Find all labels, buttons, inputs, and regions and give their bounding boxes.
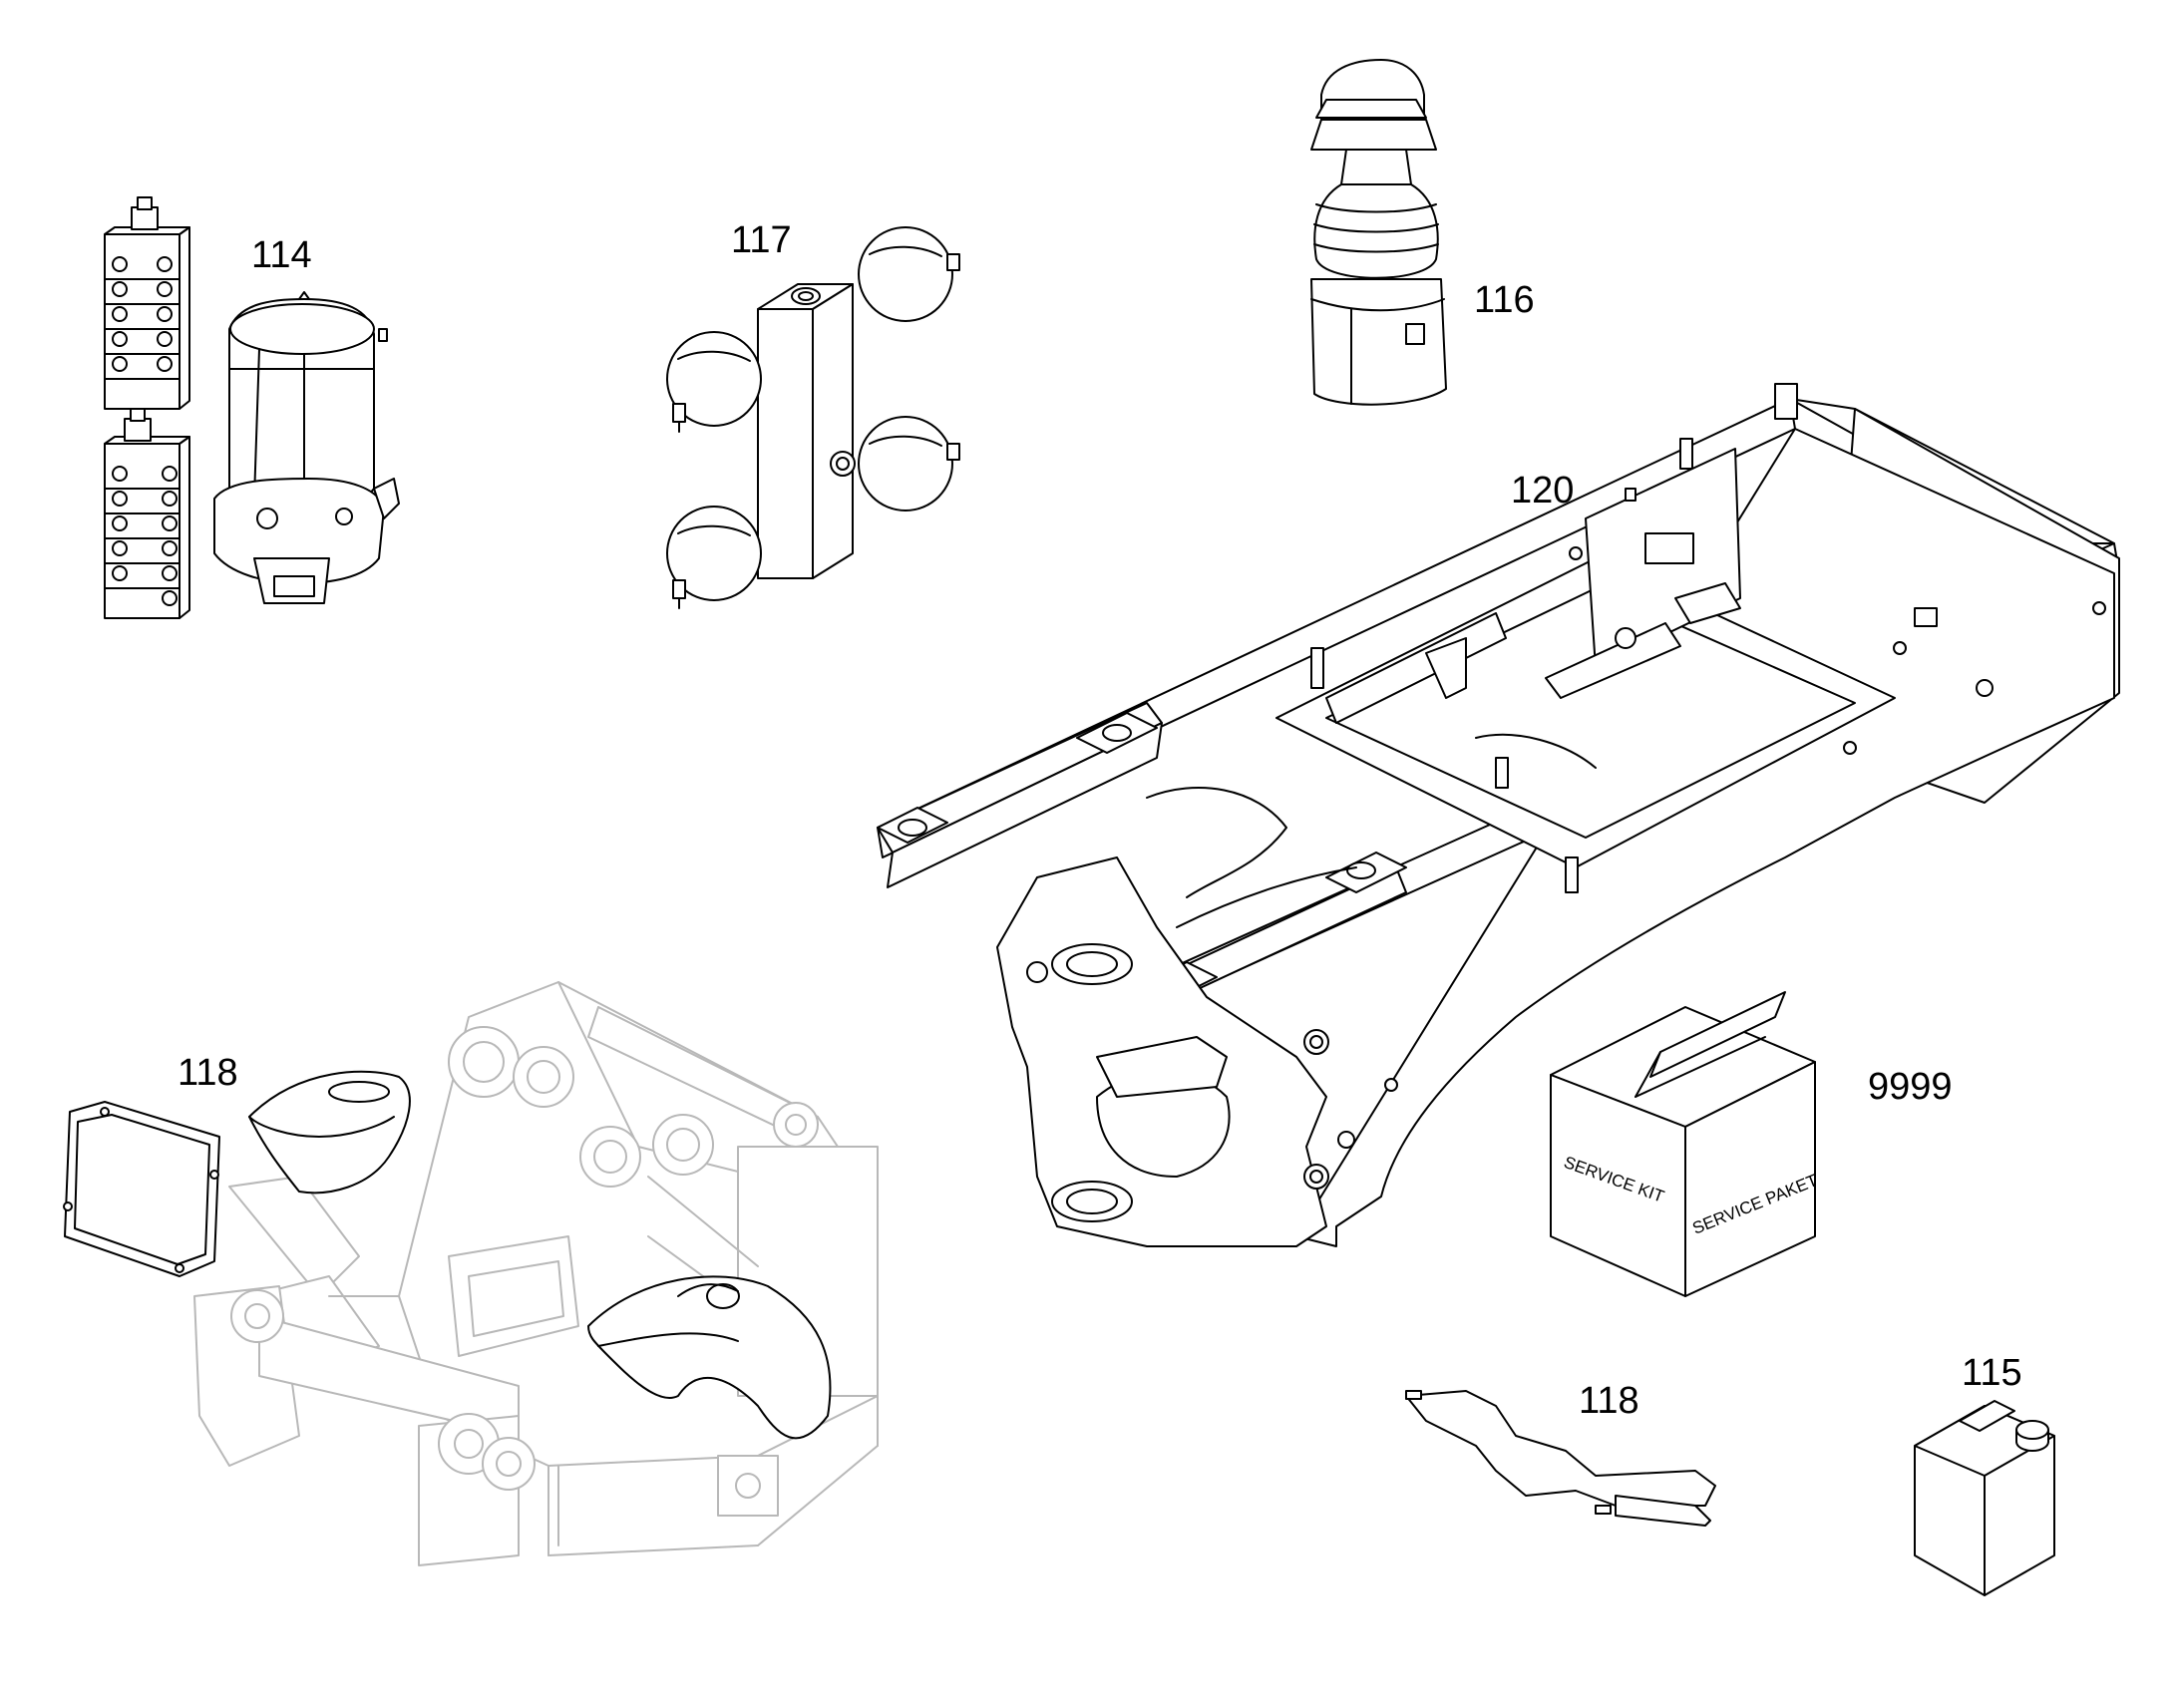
distributor-block-upper <box>104 196 190 410</box>
label-114: 114 <box>251 234 312 276</box>
service-box: SERVICE KIT SERVICE PAKET <box>1550 991 1820 1297</box>
label-118-strip: 118 <box>1579 1380 1639 1422</box>
fender-right <box>587 1275 832 1440</box>
cover-plate <box>63 1101 220 1277</box>
label-118-front: 118 <box>178 1052 238 1094</box>
canister <box>1914 1400 2055 1596</box>
accumulator-block <box>666 226 960 609</box>
rear-frame <box>877 383 2120 1247</box>
joystick <box>1310 59 1447 406</box>
label-120: 120 <box>1511 470 1574 512</box>
distributor-block-lower <box>104 408 190 619</box>
label-117: 117 <box>731 219 792 261</box>
fender-left <box>248 1070 411 1195</box>
bent-strip <box>1405 1390 1716 1527</box>
lubrication-pump <box>213 291 400 604</box>
label-115: 115 <box>1962 1352 2022 1394</box>
front-frame-ghost <box>193 981 879 1566</box>
label-9999: 9999 <box>1868 1066 1953 1108</box>
label-116: 116 <box>1474 279 1535 321</box>
